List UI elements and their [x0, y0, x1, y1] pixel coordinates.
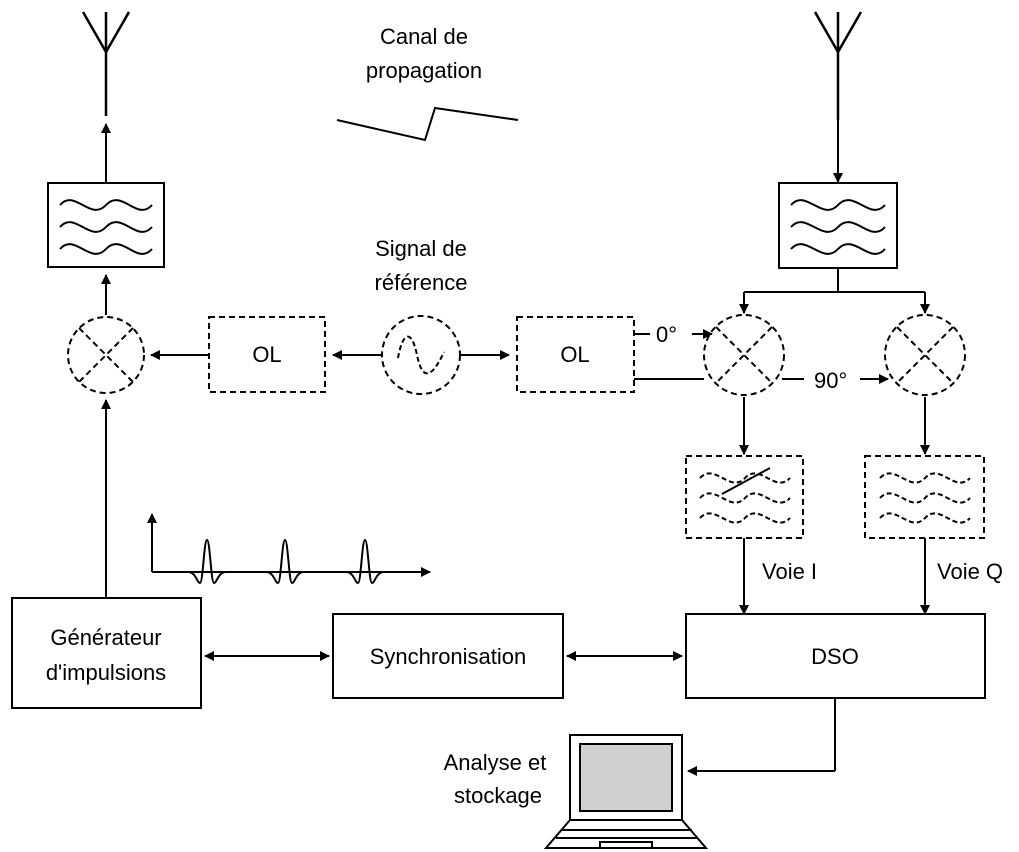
- channel-label-line2: propagation: [366, 58, 482, 83]
- channel-label-line1: Canal de: [380, 24, 468, 49]
- tx-filter-waves-icon: [59, 199, 153, 255]
- reference-label-line1: Signal de: [375, 236, 467, 261]
- rx-antenna-icon: [813, 11, 863, 120]
- propagation-channel-zigzag: [336, 106, 519, 142]
- tx-antenna-icon: [81, 11, 131, 116]
- rx-filter-waves-icon: [790, 199, 886, 255]
- lpf-i-block: [685, 455, 804, 539]
- rx-splitter: [744, 268, 925, 293]
- reference-label-line2: référence: [375, 270, 468, 295]
- tx-mixer-icon: [67, 316, 145, 394]
- lpf-i-waves-icon: [699, 472, 791, 524]
- sync-label: Synchronisation: [370, 644, 527, 669]
- lo-right-label: OL: [560, 342, 589, 367]
- analysis-label-line2: stockage: [454, 783, 542, 808]
- lpf-q-waves-icon: [879, 472, 971, 524]
- pulse-train-sketch: [147, 513, 431, 585]
- phase-0-label: 0°: [656, 322, 677, 347]
- pulse-gen-line1: Générateur: [50, 625, 161, 650]
- phase-90-label: 90°: [814, 368, 847, 393]
- pulse-gen-line2: d'impulsions: [46, 660, 166, 685]
- analysis-label-line1: Analyse et: [444, 750, 547, 775]
- rx-bandpass-filter: [778, 182, 898, 269]
- channel-i-label: Voie I: [762, 559, 817, 584]
- lo-right-block: OL: [516, 316, 635, 393]
- lo-left-block: OL: [208, 316, 326, 393]
- sync-block: Synchronisation: [332, 613, 564, 699]
- lpf-q-block: [864, 455, 985, 539]
- dso-block: DSO: [685, 613, 986, 699]
- channel-q-label: Voie Q: [937, 559, 1003, 584]
- tx-bandpass-filter: [47, 182, 165, 268]
- laptop-icon: [543, 734, 709, 849]
- rx-mixer-q-icon: [884, 314, 966, 396]
- reference-oscillator-icon: [381, 315, 461, 395]
- rx-mixer-i-icon: [703, 314, 785, 396]
- lo-left-label: OL: [252, 342, 281, 367]
- lpf-i-slash: [721, 467, 771, 495]
- pulse-generator-block: Générateur d'impulsions: [11, 597, 202, 709]
- dso-label: DSO: [811, 644, 859, 669]
